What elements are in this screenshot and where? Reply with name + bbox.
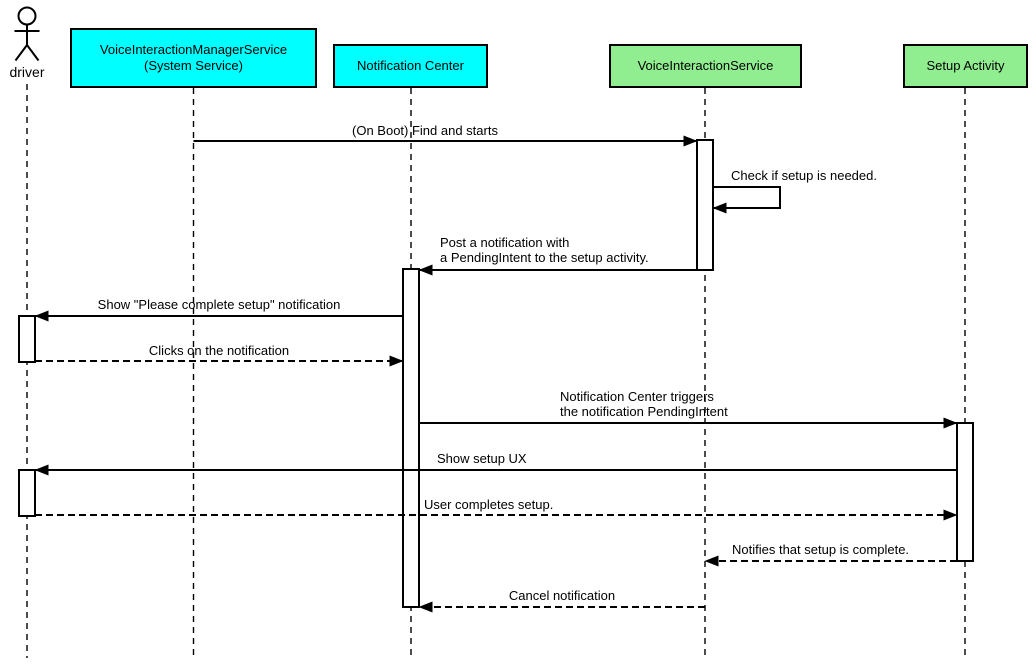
driver-actor-icon xyxy=(14,6,40,62)
activation-notification-center xyxy=(402,268,420,608)
message-label-notifies-setup-complete: Notifies that setup is complete. xyxy=(732,542,910,557)
participant-voice-interaction-manager-service: VoiceInteractionManagerService (System S… xyxy=(70,28,317,88)
message-label-post-a-notification: Post a notification with a PendingIntent… xyxy=(440,235,649,265)
activation-driver-setup-ux xyxy=(18,469,36,517)
message-arrow-check-if-setup-is-needed xyxy=(712,186,781,214)
message-label-cancel-notification: Cancel notification xyxy=(508,588,616,603)
message-label-show-setup-ux: Show setup UX xyxy=(437,451,527,466)
participant-voice-interaction-service: VoiceInteractionService xyxy=(609,44,802,88)
message-label-show-please-complete-setup: Show "Please complete setup" notificatio… xyxy=(97,297,341,312)
participant-notification-center: Notification Center xyxy=(333,44,488,88)
participant-driver-label: driver xyxy=(9,64,45,80)
participant-setup-activity: Setup Activity xyxy=(903,44,1028,88)
message-label-clicks-on-the-notification: Clicks on the notification xyxy=(148,343,290,358)
message-label-user-completes-setup: User completes setup. xyxy=(424,497,554,512)
message-label-check-if-setup-is-needed: Check if setup is needed. xyxy=(731,168,877,183)
message-label-on-boot-find-and-starts: (On Boot) Find and starts xyxy=(352,123,498,138)
activation-driver-show-notification xyxy=(18,315,36,363)
activation-voice-interaction-service xyxy=(696,139,714,271)
message-label-notification-center-triggers: Notification Center triggers the notific… xyxy=(560,389,728,419)
activation-setup-activity xyxy=(956,422,974,562)
